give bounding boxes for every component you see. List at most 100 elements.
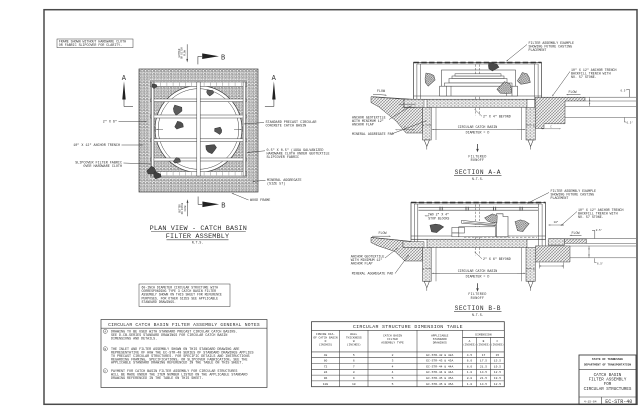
svg-text:DIAMETER = D: DIAMETER = D bbox=[466, 131, 490, 135]
svg-text:ANCHOR FLAP: ANCHOR FLAP bbox=[352, 123, 374, 127]
svg-text:4-15-04: 4-15-04 bbox=[584, 400, 597, 403]
svg-text:EC-STR-44 & 44A: EC-STR-44 & 44A bbox=[426, 365, 453, 368]
svg-text:GUTTER: GUTTER bbox=[178, 204, 181, 213]
svg-text:SHOWING FUTURE CASTING: SHOWING FUTURE CASTING bbox=[551, 192, 595, 196]
svg-text:RUNOFF: RUNOFF bbox=[471, 296, 485, 300]
svg-text:CIRCULAR CATCH BASIN: CIRCULAR CATCH BASIN bbox=[458, 269, 498, 273]
svg-text:0.5': 0.5' bbox=[621, 88, 627, 92]
svg-text:A: A bbox=[122, 75, 127, 83]
svg-text:TWO 2" X 4": TWO 2" X 4" bbox=[428, 213, 449, 217]
svg-text:A: A bbox=[533, 268, 535, 271]
svg-text:C: C bbox=[105, 370, 107, 373]
svg-text:EC-STR-40: EC-STR-40 bbox=[605, 399, 632, 405]
svg-text:2" X 6" BEYOND: 2" X 6" BEYOND bbox=[483, 257, 511, 261]
svg-text:DRAWING REFERENCED IN THE TABL: DRAWING REFERENCED IN THE TABLE ON THIS … bbox=[111, 377, 203, 381]
svg-text:CATCH BASIN: CATCH BASIN bbox=[594, 374, 622, 378]
svg-text:4: 4 bbox=[392, 365, 394, 368]
svg-text:(INCHES): (INCHES) bbox=[347, 342, 361, 346]
svg-text:(INCHES): (INCHES) bbox=[491, 343, 504, 347]
svg-text:(INCHES): (INCHES) bbox=[463, 343, 476, 347]
svg-text:FLOW: FLOW bbox=[184, 50, 187, 56]
svg-text:THICKNESS: THICKNESS bbox=[346, 336, 362, 339]
svg-text:MINERAL AGGREGATE PAD: MINERAL AGGREGATE PAD bbox=[352, 272, 394, 276]
svg-text:EC-STR-45 & 45A: EC-STR-45 & 45A bbox=[426, 383, 453, 386]
svg-text:MINERAL AGGREGATE: MINERAL AGGREGATE bbox=[267, 179, 302, 183]
svg-text:CIRCULAR STRUCTURE DIMENSION T: CIRCULAR STRUCTURE DIMENSION TABLE bbox=[353, 324, 463, 330]
svg-text:PLACEMENT: PLACEMENT bbox=[529, 48, 547, 52]
svg-text:A: A bbox=[105, 330, 107, 333]
svg-text:17.5: 17.5 bbox=[480, 360, 487, 363]
svg-text:48: 48 bbox=[324, 354, 328, 357]
svg-text:FILTERED: FILTERED bbox=[468, 292, 486, 296]
svg-text:TO PRECAST CIRCULAR STRUCTURES: TO PRECAST CIRCULAR STRUCTURES. FOR SPEC… bbox=[111, 355, 249, 359]
svg-text:60: 60 bbox=[324, 360, 328, 363]
svg-text:6.0: 6.0 bbox=[467, 360, 473, 363]
svg-text:4.5: 4.5 bbox=[467, 354, 473, 357]
svg-text:NO. 57 STONE.: NO. 57 STONE. bbox=[571, 75, 597, 79]
svg-text:ASSEMBLY TYPE: ASSEMBLY TYPE bbox=[381, 342, 404, 345]
svg-text:B: B bbox=[221, 203, 225, 211]
svg-text:PURPOSES. FOR OTHER SIZES SEE: PURPOSES. FOR OTHER SIZES SEE APPLICABLE bbox=[142, 296, 219, 300]
svg-text:FLOW: FLOW bbox=[572, 231, 580, 235]
svg-text:0.5" X 0.5" (19GA GALVANIZED: 0.5" X 0.5" (19GA GALVANIZED bbox=[267, 148, 324, 153]
svg-text:B: B bbox=[221, 55, 225, 63]
svg-text:CIRCULAR CATCH BASIN FILTER AS: CIRCULAR CATCH BASIN FILTER ASSEMBLY GEN… bbox=[108, 322, 260, 328]
svg-text:4: 4 bbox=[392, 371, 394, 374]
svg-text:ASSEMBLY SHOWN ON THIS SHEET F: ASSEMBLY SHOWN ON THIS SHEET FOR REFEREN… bbox=[142, 293, 222, 297]
svg-text:FRAME SHOWN WITHOUT HARDWARE C: FRAME SHOWN WITHOUT HARDWARE CLOTH bbox=[59, 40, 126, 44]
svg-text:CORRESPONDING TYPE 3 CATCH BAS: CORRESPONDING TYPE 3 CATCH BASIN FILTER bbox=[142, 289, 217, 293]
svg-text:CIRCULAR STRUCTURES: CIRCULAR STRUCTURES bbox=[584, 388, 632, 392]
svg-text:D: D bbox=[325, 340, 327, 343]
svg-text:C: C bbox=[550, 126, 552, 129]
svg-text:W: W bbox=[353, 340, 355, 343]
svg-text:21.5: 21.5 bbox=[480, 377, 487, 380]
svg-text:N.T.S.: N.T.S. bbox=[192, 241, 204, 245]
svg-text:WOOD FRAME: WOOD FRAME bbox=[250, 199, 270, 203]
svg-text:19.5: 19.5 bbox=[494, 365, 501, 368]
svg-text:STATE OF TENNESSEE: STATE OF TENNESSEE bbox=[592, 358, 623, 361]
svg-text:SEE D-CB-SERIES STANDARD DRAWI: SEE D-CB-SERIES STANDARD DRAWINGS FOR CI… bbox=[111, 334, 227, 338]
svg-text:SECTION B-B: SECTION B-B bbox=[455, 305, 501, 312]
svg-text:10: 10 bbox=[352, 383, 356, 386]
svg-text:(INCHES): (INCHES) bbox=[319, 342, 333, 346]
svg-text:FILTERED: FILTERED bbox=[468, 155, 486, 159]
svg-text:C: C bbox=[497, 340, 499, 343]
svg-text:10" X 12" ANCHOR TRENCH: 10" X 12" ANCHOR TRENCH bbox=[73, 143, 120, 148]
svg-text:CATCH BASIN: CATCH BASIN bbox=[383, 335, 402, 338]
svg-text:A: A bbox=[272, 75, 277, 83]
svg-text:DEPARTMENT OF TRANSPORTATION: DEPARTMENT OF TRANSPORTATION bbox=[584, 363, 631, 366]
svg-text:CONCRETE CATCH BASIN: CONCRETE CATCH BASIN bbox=[266, 125, 307, 129]
svg-text:12.5: 12.5 bbox=[494, 383, 501, 386]
svg-text:8.0: 8.0 bbox=[467, 377, 473, 380]
svg-text:WALL: WALL bbox=[350, 333, 357, 336]
svg-text:2" X 6": 2" X 6" bbox=[103, 119, 117, 124]
svg-text:15.5: 15.5 bbox=[494, 360, 501, 363]
svg-text:8: 8 bbox=[353, 371, 355, 374]
svg-text:B: B bbox=[483, 340, 485, 343]
svg-text:C: C bbox=[404, 127, 406, 130]
svg-text:RUNOFF: RUNOFF bbox=[471, 158, 485, 162]
svg-text:PLAN VIEW - CATCH BASIN: PLAN VIEW - CATCH BASIN bbox=[150, 225, 247, 233]
svg-text:3: 3 bbox=[392, 360, 394, 363]
svg-text:PLACEMENT: PLACEMENT bbox=[551, 196, 569, 200]
svg-text:SHOWING FUTURE CASTING: SHOWING FUTURE CASTING bbox=[529, 44, 573, 48]
svg-text:CIRCULAR CATCH BASIN: CIRCULAR CATCH BASIN bbox=[458, 125, 498, 129]
svg-text:5: 5 bbox=[392, 383, 394, 386]
svg-text:84: 84 bbox=[324, 371, 328, 374]
svg-text:1.0: 1.0 bbox=[467, 371, 473, 374]
svg-text:A: A bbox=[423, 268, 425, 271]
svg-text:APPLICABLE: APPLICABLE bbox=[431, 335, 449, 338]
svg-text:14.5: 14.5 bbox=[480, 371, 487, 374]
svg-text:N.T.S.: N.T.S. bbox=[472, 177, 484, 181]
svg-text:BACKFILL TRENCH WITH: BACKFILL TRENCH WITH bbox=[578, 211, 618, 215]
svg-text:APPLICABLE STANDARD DRAWING RE: APPLICABLE STANDARD DRAWING REFERENCED I… bbox=[111, 362, 243, 366]
svg-text:5: 5 bbox=[392, 377, 394, 380]
svg-text:BACKFILL TRENCH WITH: BACKFILL TRENCH WITH bbox=[571, 71, 611, 75]
svg-text:19.5: 19.5 bbox=[494, 377, 501, 380]
svg-text:OR FABRIC SLIPCOVER FOR CLARIT: OR FABRIC SLIPCOVER FOR CLARITY. bbox=[59, 43, 122, 47]
svg-text:GUTTER: GUTTER bbox=[178, 48, 181, 57]
svg-text:A: A bbox=[469, 340, 471, 343]
svg-text:ANCHOR FLAP: ANCHOR FLAP bbox=[351, 262, 373, 266]
svg-text:FLOW: FLOW bbox=[184, 205, 187, 211]
svg-text:(INCHES): (INCHES) bbox=[477, 343, 490, 347]
